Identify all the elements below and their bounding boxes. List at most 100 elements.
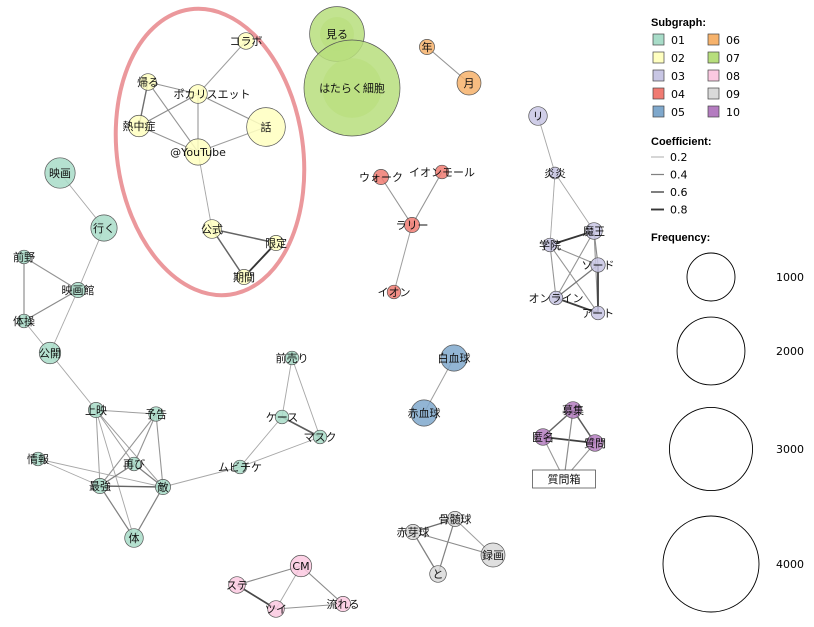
legend-swatch	[707, 87, 720, 100]
nodes-layer	[16, 6, 606, 618]
edge	[37, 458, 164, 488]
node-label: ウォーク	[359, 171, 403, 184]
node-label: 限定	[265, 236, 287, 250]
node-label: ケース	[266, 411, 298, 424]
edge	[133, 486, 164, 539]
node-circle	[312, 429, 328, 445]
node-circle	[440, 344, 468, 372]
edge	[555, 230, 595, 299]
node-circle	[434, 164, 450, 180]
legend-coef-label: 0.8	[670, 204, 688, 217]
highlight-ellipse	[113, 6, 307, 298]
edge	[239, 416, 283, 468]
edge	[155, 413, 164, 488]
node-label: 体操	[13, 314, 35, 328]
node-circle	[38, 341, 62, 365]
node-label: 赤芽球	[397, 525, 430, 539]
edge	[162, 466, 241, 488]
edge	[291, 357, 321, 438]
node-label: と	[433, 568, 444, 581]
node-circle	[232, 459, 248, 475]
edge	[95, 409, 135, 465]
node-circle	[419, 39, 435, 55]
node-label: 帰る	[137, 76, 159, 89]
node-label: マスク	[304, 431, 337, 444]
node-label: 行く	[93, 222, 115, 235]
node-circle	[590, 305, 606, 321]
legend-subgraph-label: 04	[671, 88, 685, 101]
edge	[37, 458, 101, 487]
legend-freq-circle	[676, 316, 746, 386]
edge	[549, 172, 556, 246]
legend-subgraph-label: 02	[671, 52, 685, 65]
edge	[95, 409, 157, 415]
edges-layer	[23, 40, 599, 610]
node-circle	[126, 456, 142, 472]
node-circle	[335, 596, 351, 612]
node-label: 録画	[482, 548, 504, 562]
node-label: 話	[261, 120, 272, 134]
edge	[95, 409, 135, 539]
node-circle	[139, 73, 157, 91]
edge	[23, 289, 79, 322]
node-circle	[267, 600, 285, 618]
node-circle	[564, 401, 582, 419]
highlight-layer	[113, 6, 307, 298]
edge	[275, 603, 344, 610]
edge	[411, 171, 443, 226]
edge	[554, 172, 595, 232]
edge	[95, 409, 101, 487]
legend: Subgraph: Coefficient: Frequency: 010203…	[651, 17, 804, 613]
legend-subgraph-label: 05	[671, 106, 685, 119]
node-circle	[16, 313, 32, 329]
node-circle	[373, 169, 389, 185]
edge	[437, 518, 456, 575]
node-label: CM	[292, 560, 309, 573]
node-circle	[590, 257, 606, 273]
node-label: 学院	[539, 238, 561, 252]
legend-frequency-title: Frequency:	[651, 232, 710, 244]
edge	[563, 409, 574, 480]
node-label: イオン	[378, 286, 411, 299]
node-circle	[548, 290, 564, 306]
edge	[49, 352, 97, 411]
node-label: 質問箱	[548, 472, 581, 486]
labels-layer: コラボ帰るポカリスエット熱中症話@YouTube公式限定期間見るはたらく細胞年月…	[13, 28, 615, 616]
node-circle	[289, 554, 313, 578]
node-circle	[456, 70, 482, 96]
edge	[281, 357, 293, 418]
legend-freq-label: 4000	[776, 558, 804, 571]
node-circle	[184, 138, 212, 166]
node-label: 匿名	[532, 430, 554, 444]
node-label: 白血球	[438, 351, 471, 365]
legend-subgraph-label: 01	[671, 34, 685, 47]
node-circle	[90, 214, 118, 242]
edge	[412, 531, 494, 556]
node-circle	[88, 402, 104, 418]
legend-swatch	[652, 51, 665, 64]
legend-coef-label: 0.6	[670, 186, 688, 199]
node-circle	[155, 479, 171, 495]
edge	[555, 264, 599, 299]
node-circle	[410, 399, 438, 427]
legend-swatch	[707, 69, 720, 82]
legend-swatch	[707, 51, 720, 64]
node-label: イオンモール	[409, 166, 475, 179]
node-label: 映画館	[62, 283, 95, 297]
legend-freq-label: 2000	[776, 345, 804, 358]
edge	[281, 416, 321, 438]
node-circle	[124, 528, 144, 548]
node-label: 情報	[27, 453, 49, 466]
node-circle	[447, 511, 463, 527]
node-label: はたらく細胞	[319, 82, 385, 95]
node-circle	[274, 409, 290, 425]
node-circle	[237, 32, 255, 50]
node-label: 公開	[39, 347, 61, 360]
node-label: リ	[533, 110, 544, 123]
node-label: 前売り	[276, 351, 309, 365]
legend-subgraph-title: Subgraph:	[651, 17, 706, 29]
edge	[236, 565, 302, 586]
node-inner-circle	[322, 58, 382, 118]
node-label: ムビチケ	[218, 461, 262, 474]
node-label: 見る	[326, 28, 348, 41]
